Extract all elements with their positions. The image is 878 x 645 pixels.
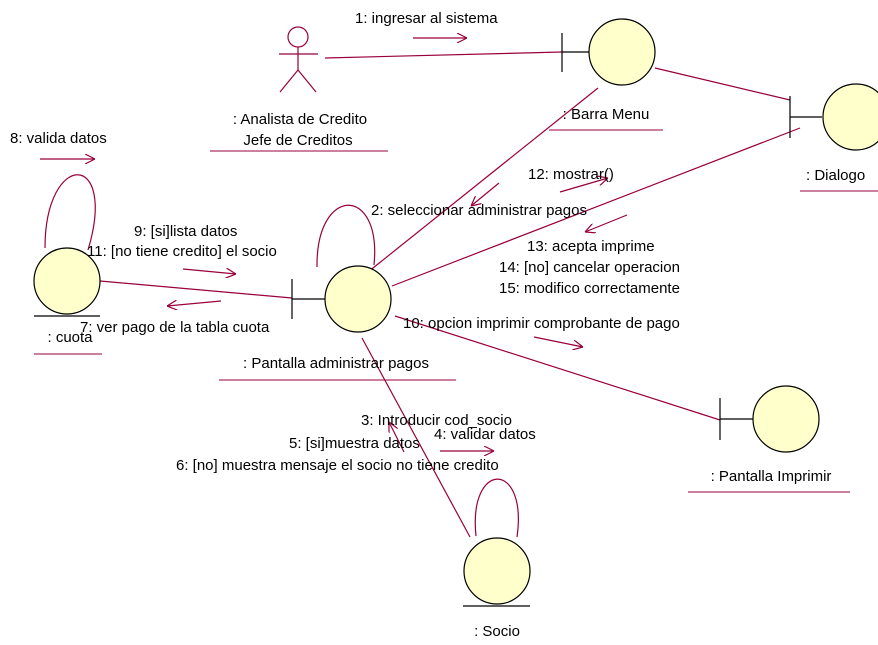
message-label-4: 4: validar datos — [434, 426, 536, 443]
boundary-object-dialogo: : Dialogo — [789, 83, 878, 192]
boundary-icon — [561, 18, 656, 86]
entity-icon — [33, 247, 101, 317]
message-label-1: 1: ingresar al sistema — [355, 10, 498, 27]
arrow-message-12 — [559, 178, 608, 193]
message-label-10: 10: opcion imprimir comprobante de pago — [403, 315, 680, 332]
association-links — [44, 51, 801, 538]
self-link-cuota — [44, 174, 96, 251]
arrow-message-3 — [389, 422, 405, 453]
message-label-9: 9: [si]lista datos — [134, 223, 237, 240]
arrow-message-7 — [167, 301, 222, 306]
entity-object-socio: : Socio — [463, 537, 531, 640]
message-label-2: 2: seleccionar administrar pagos — [371, 202, 587, 219]
link-actor-barra-menu — [324, 51, 563, 59]
entity-icon — [463, 537, 531, 607]
stick-figure-actor-icon — [279, 26, 318, 93]
message-label-13: 13: acepta imprime — [527, 238, 655, 255]
link-pantalla-administrar-socio — [361, 337, 471, 538]
self-link-socio — [474, 478, 519, 538]
message-label-8: 8: valida datos — [10, 130, 107, 147]
arrow-message-9 — [182, 269, 236, 274]
message-label-7: 7: ver pago de la tabla cuota — [80, 319, 270, 336]
arrow-message-10 — [533, 336, 583, 347]
link-barra-menu-pantalla-administrar — [367, 87, 599, 273]
actor-analista: : Analista de Credito Jefe de Creditos — [210, 26, 388, 152]
message-label-15: 15: modifico correctamente — [499, 280, 680, 297]
boundary-object-barra-menu: : Barra Menu — [549, 18, 663, 131]
object-label-pantalla-administrar-pagos: : Pantalla administrar pagos — [243, 355, 429, 372]
message-label-5: 5: [si]muestra datos — [289, 435, 420, 452]
message-labels: 1: ingresar al sistema 8: valida datos 1… — [10, 10, 680, 474]
object-label-dialogo: : Dialogo — [806, 167, 865, 184]
object-label-pantalla-imprimir: : Pantalla Imprimir — [711, 468, 832, 485]
boundary-icon — [719, 385, 820, 453]
link-cuota-pantalla-administrar — [99, 280, 293, 299]
arrow-message-13 — [585, 214, 628, 232]
self-link-pantalla-administrar — [316, 204, 376, 268]
actor-name-line2: Jefe de Creditos — [243, 132, 352, 149]
boundary-object-pantalla-imprimir: : Pantalla Imprimir — [688, 385, 850, 493]
message-arrows — [40, 38, 628, 453]
message-label-6: 6: [no] muestra mensaje el socio no tien… — [176, 457, 499, 474]
actor-name-line1: : Analista de Credito — [233, 111, 367, 128]
entity-object-cuota: : cuota — [33, 247, 102, 355]
boundary-object-pantalla-administrar-pagos: : Pantalla administrar pagos — [219, 265, 456, 381]
arrow-message-2 — [471, 182, 500, 206]
message-label-3: 3: Introducir cod_socio — [361, 412, 512, 429]
object-label-cuota: : cuota — [47, 329, 93, 346]
link-barra-menu-dialogo — [654, 67, 791, 101]
boundary-icon — [291, 265, 392, 333]
object-label-socio: : Socio — [474, 623, 520, 640]
link-dialogo-pantalla-administrar — [391, 127, 801, 287]
message-label-14: 14: [no] cancelar operacion — [499, 259, 680, 276]
boundary-icon — [789, 83, 878, 151]
object-label-barra-menu: : Barra Menu — [563, 106, 650, 123]
message-label-12: 12: mostrar() — [528, 166, 614, 183]
link-pantalla-administrar-imprimir — [394, 315, 721, 421]
message-label-11: 11: [no tiene credito] el socio — [87, 243, 277, 260]
